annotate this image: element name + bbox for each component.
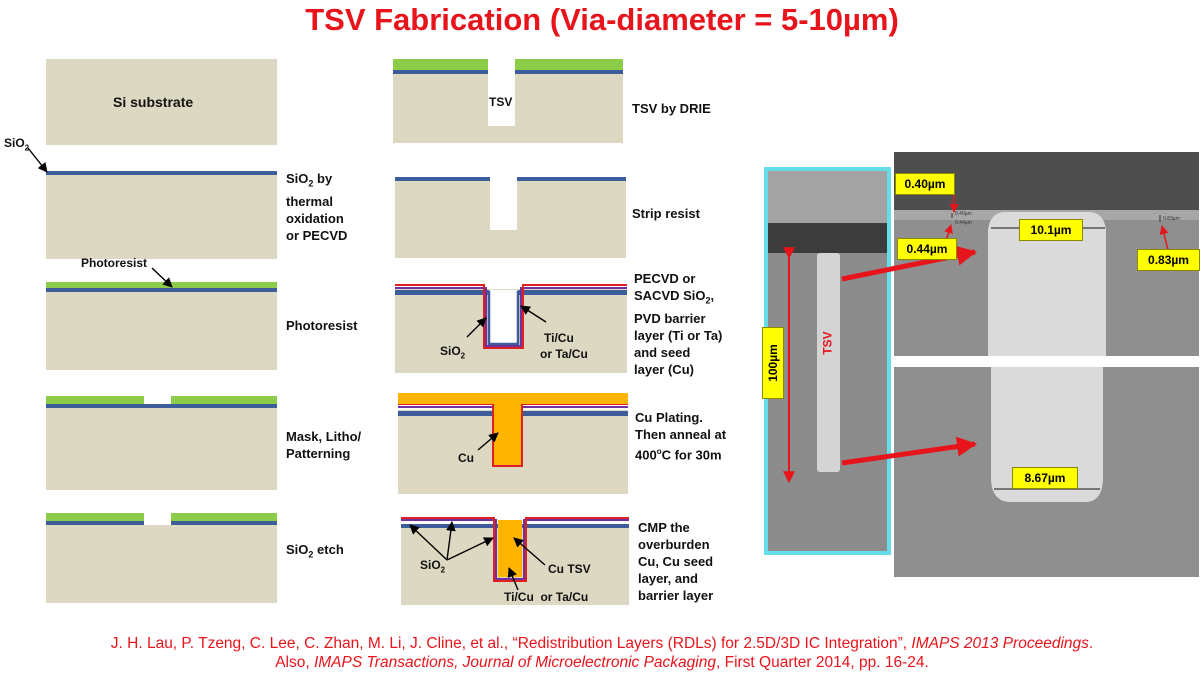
- step-photoresist-text: Photoresist: [286, 318, 358, 333]
- label-044um: 0.44µm: [897, 238, 957, 260]
- step-sio2-etch-text: SiO2 etch: [286, 542, 344, 560]
- sio2-pointer-label: SiO2: [4, 136, 30, 153]
- step-strip-resist: [395, 177, 626, 258]
- step9-sio2-label: SiO2: [420, 558, 446, 575]
- step-si-substrate: [46, 59, 277, 145]
- step9-cutsv-label: Cu TSV: [548, 562, 591, 576]
- tsv-hole-label: TSV: [489, 95, 513, 109]
- photoresist-pointer-label: Photoresist: [81, 256, 148, 270]
- label-101um: 10.1µm: [1019, 219, 1083, 241]
- sem-cross-section-overview: [764, 167, 891, 555]
- tiny-083-readout: 0.83µm: [1163, 216, 1180, 222]
- citation: J. H. Lau, P. Tzeng, C. Lee, C. Zhan, M.…: [110, 635, 1094, 671]
- step-tsv-drie-text: TSV by DRIE: [632, 101, 711, 116]
- step-litho-patterning: [46, 396, 277, 490]
- label-083um: 0.83µm: [1137, 249, 1200, 271]
- step-strip-resist-text: Strip resist: [632, 206, 700, 221]
- tiny-040-readout: 0.40µm: [955, 211, 972, 217]
- sem-bottom-detail: [894, 367, 1199, 577]
- step7-sio2-label: SiO2: [440, 344, 466, 361]
- step9-ticu-label: Ti/Cu or Ta/Cu: [504, 590, 589, 604]
- step-cmp-text: CMP the overburden Cu, Cu seed layer, an…: [638, 520, 714, 603]
- step-cu-plating-text: Cu Plating. Then anneal at 400oC for 30m: [635, 410, 727, 463]
- si-substrate-label: Si substrate: [113, 94, 194, 110]
- tiny-044-readout: 0.44µm: [955, 220, 972, 226]
- step-photoresist: [46, 267, 277, 370]
- label-040um: 0.40µm: [895, 173, 955, 195]
- label-867um: 8.67µm: [1012, 467, 1078, 489]
- step7-ticu-label: Ti/Cu or Ta/Cu: [540, 331, 588, 361]
- step-cu-plating: [398, 393, 628, 494]
- step-sio2-oxidation-text: SiO2 by thermal oxidation or PECVD: [286, 171, 348, 243]
- step-tsv-drie: [393, 59, 623, 143]
- step-cmp: [401, 517, 629, 605]
- tsv-vertical-label: TSV: [820, 331, 835, 355]
- step-barrier-seed: [395, 284, 627, 373]
- step-barrier-seed-text: PECVD or SACVD SiO2, PVD barrier layer (…: [634, 271, 723, 377]
- step-sio2-oxidation: [27, 147, 277, 259]
- step-litho-patterning-text: Mask, Litho/ Patterning: [286, 429, 362, 461]
- step8-cu-label: Cu: [458, 451, 474, 465]
- step-sio2-etch: [46, 513, 277, 603]
- page-title: TSV Fabrication (Via-diameter = 5-10µm): [305, 2, 899, 37]
- depth-100um-label: 100µm: [762, 327, 784, 399]
